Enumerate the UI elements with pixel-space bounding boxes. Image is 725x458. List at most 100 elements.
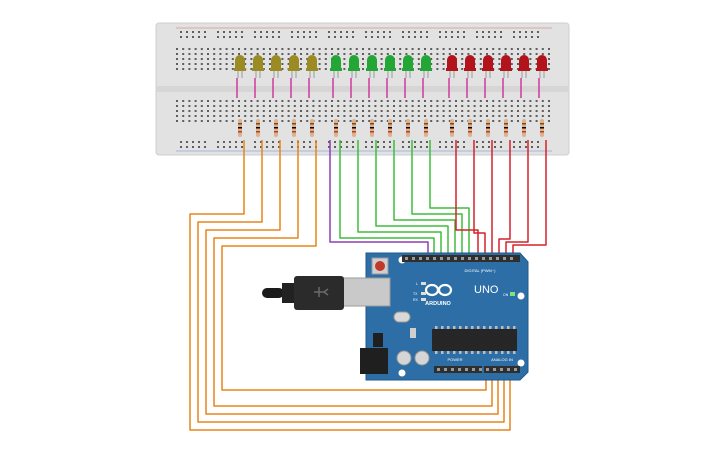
led-yellow[interactable] <box>306 55 318 78</box>
led-yellow[interactable] <box>270 55 282 78</box>
header-pin[interactable] <box>426 257 429 260</box>
breadboard-hole <box>225 58 228 60</box>
led-yellow[interactable] <box>288 55 300 78</box>
resistor[interactable] <box>352 119 356 137</box>
resistor[interactable] <box>334 119 338 137</box>
resistor[interactable] <box>370 119 374 137</box>
led-green[interactable] <box>384 55 396 78</box>
resistor[interactable] <box>468 119 472 137</box>
rail-hole <box>346 141 348 143</box>
resistor[interactable] <box>238 119 242 137</box>
breadboard-hole <box>324 115 327 117</box>
arduino-logo: ARDUINO <box>424 283 453 307</box>
header-pin[interactable] <box>493 368 496 371</box>
breadboard-hole <box>219 63 222 65</box>
breadboard-hole <box>380 68 383 70</box>
breadboard-hole <box>442 53 445 55</box>
resistor[interactable] <box>450 119 454 137</box>
led-green[interactable] <box>366 55 378 78</box>
breadboard-hole <box>436 53 439 55</box>
breadboard-hole <box>442 100 445 102</box>
arduino-uno-board[interactable]: ARDUINO UNO DIGITAL (PWM~) L TX RX ON <box>262 252 529 381</box>
header-pin[interactable] <box>437 368 440 371</box>
resistor[interactable] <box>292 119 296 137</box>
breadboard-hole <box>231 105 234 107</box>
rail-hole <box>309 141 311 143</box>
header-pin[interactable] <box>412 257 415 260</box>
resistor[interactable] <box>274 119 278 137</box>
header-pin[interactable] <box>486 368 489 371</box>
header-pin[interactable] <box>472 368 475 371</box>
breadboard-hole <box>436 68 439 70</box>
breadboard-hole <box>244 105 247 107</box>
rail-hole <box>365 146 367 148</box>
resistor[interactable] <box>424 119 428 137</box>
breadboard-hole <box>250 110 253 112</box>
header-pin[interactable] <box>503 257 506 260</box>
breadboard-hole <box>362 58 364 60</box>
breadboard-hole <box>541 115 544 117</box>
led-red[interactable] <box>464 55 476 78</box>
resistor[interactable] <box>388 119 392 137</box>
usb-cable[interactable] <box>262 276 344 310</box>
header-pin[interactable] <box>440 257 443 260</box>
header-pin[interactable] <box>405 257 408 260</box>
breadboard-hole <box>523 110 526 112</box>
breadboard-hole <box>318 63 321 65</box>
header-pin[interactable] <box>458 368 461 371</box>
header-pin[interactable] <box>444 368 447 371</box>
resistor[interactable] <box>256 119 260 137</box>
led-red[interactable] <box>500 55 512 78</box>
header-pin[interactable] <box>454 257 457 260</box>
rail-hole <box>334 36 336 38</box>
breadboard-hole <box>467 100 470 102</box>
header-pin[interactable] <box>419 257 422 260</box>
led-green[interactable] <box>348 55 360 78</box>
header-pin[interactable] <box>496 257 499 260</box>
breadboard-hole <box>244 115 247 117</box>
header-pin[interactable] <box>514 368 517 371</box>
led-green[interactable] <box>420 55 432 78</box>
resistor[interactable] <box>504 119 508 137</box>
breadboard-hole <box>362 63 364 65</box>
led-yellow[interactable] <box>234 55 246 78</box>
resistor-band <box>334 127 338 129</box>
header-pin[interactable] <box>461 257 464 260</box>
resistor[interactable] <box>310 119 314 137</box>
led-green[interactable] <box>402 55 414 78</box>
resistor[interactable] <box>522 119 526 137</box>
header-pin[interactable] <box>433 257 436 260</box>
header-pin[interactable] <box>482 257 485 260</box>
header-pin[interactable] <box>447 257 450 260</box>
chip-pin <box>435 326 438 329</box>
header-pin[interactable] <box>465 368 468 371</box>
rail-hole <box>303 141 305 143</box>
led-red[interactable] <box>518 55 530 78</box>
header-pin[interactable] <box>479 368 482 371</box>
resistor[interactable] <box>486 119 490 137</box>
header-pin[interactable] <box>475 257 478 260</box>
breadboard-hole <box>424 48 426 50</box>
resistor[interactable] <box>540 119 544 137</box>
led-red[interactable] <box>536 55 548 78</box>
breadboard-hole <box>417 48 420 50</box>
led-red[interactable] <box>446 55 458 78</box>
header-pin[interactable] <box>507 368 510 371</box>
header-pin[interactable] <box>468 257 471 260</box>
rail-hole <box>377 141 379 143</box>
breadboard-hole <box>548 53 550 55</box>
breadboard-hole <box>386 53 389 55</box>
chip-pin <box>483 326 486 329</box>
header-pin[interactable] <box>510 257 513 260</box>
led-green[interactable] <box>330 55 342 78</box>
resistor[interactable] <box>406 119 410 137</box>
led-red[interactable] <box>482 55 494 78</box>
breadboard-hole <box>492 120 495 122</box>
header-pin[interactable] <box>489 257 492 260</box>
breadboard-hole <box>430 63 433 65</box>
rail-hole <box>476 141 478 143</box>
breadboard-hole <box>188 105 191 107</box>
led-yellow[interactable] <box>252 55 264 78</box>
header-pin[interactable] <box>451 368 454 371</box>
header-pin[interactable] <box>500 368 503 371</box>
